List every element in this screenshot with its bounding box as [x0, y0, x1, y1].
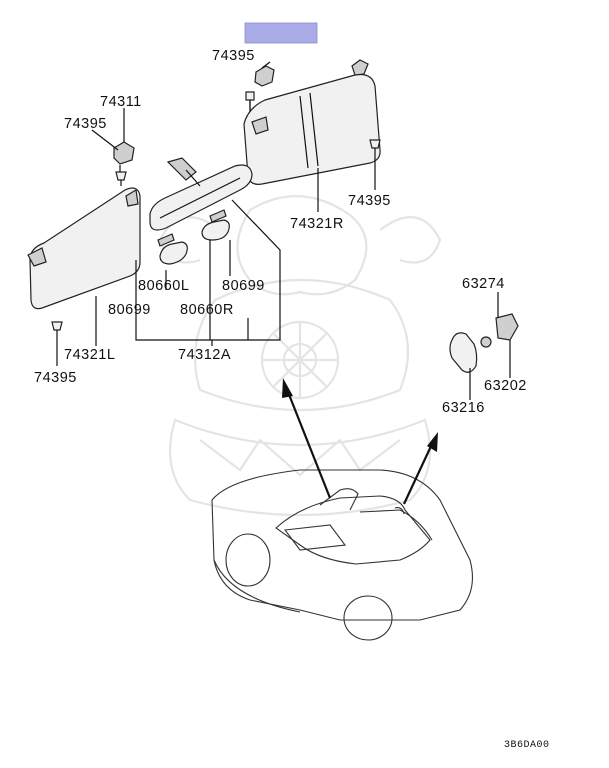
label-80699-b: 80699 — [108, 302, 151, 318]
label-80660L: 80660L — [138, 278, 189, 294]
highlight-box — [244, 22, 318, 44]
sun-visor-right — [243, 59, 381, 185]
label-74395-bottom: 74395 — [34, 370, 77, 386]
map-lamp — [449, 313, 519, 373]
label-74311: 74311 — [100, 94, 142, 110]
label-74321L: 74321L — [64, 347, 115, 363]
rear-view-mirror — [149, 157, 253, 231]
label-63274: 63274 — [462, 276, 505, 292]
diagram-code: 3B6DA00 — [504, 740, 550, 751]
sun-visor-left — [27, 187, 141, 310]
visor-clip-74311 — [113, 141, 135, 165]
label-74395-right: 74395 — [348, 193, 391, 209]
label-80699-a: 80699 — [222, 278, 265, 294]
label-63216: 63216 — [442, 400, 485, 416]
label-74395-top: 74395 — [212, 48, 255, 64]
label-74312A: 74312A — [178, 347, 231, 363]
label-80660R: 80660R — [180, 302, 234, 318]
label-74395-left: 74395 — [64, 116, 107, 132]
mirror-small-parts — [157, 209, 230, 265]
car-outline — [211, 469, 473, 641]
screw-right — [369, 139, 381, 158]
screw-left — [115, 171, 127, 186]
label-74321R: 74321R — [290, 216, 344, 232]
screw-bottom — [51, 321, 63, 338]
leader-lines — [56, 61, 511, 400]
label-63202: 63202 — [484, 378, 527, 394]
arrows — [282, 378, 438, 505]
